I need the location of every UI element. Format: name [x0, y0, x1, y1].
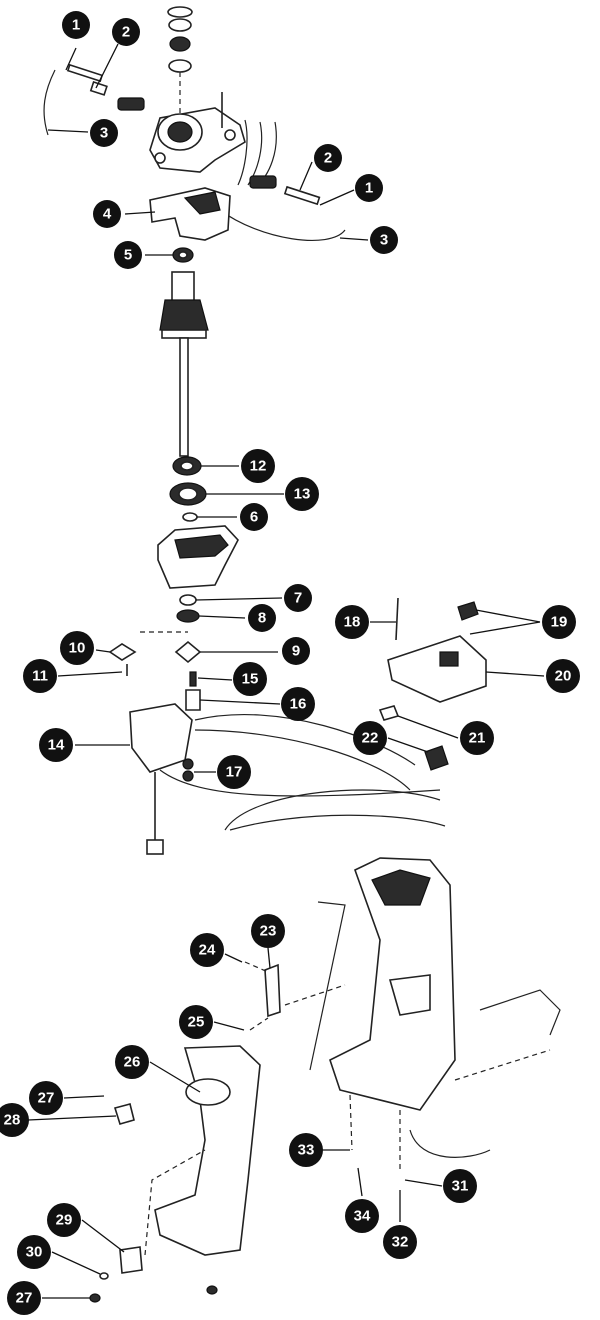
- top-washer-stack: [167, 6, 193, 115]
- callout-label: 14: [48, 737, 65, 754]
- callout-33: 33: [289, 1133, 323, 1167]
- motor-and-cord: [129, 671, 446, 855]
- callout-label: 16: [290, 696, 307, 713]
- callout-label: 27: [38, 1090, 55, 1107]
- callout-23: 23: [251, 914, 285, 948]
- callout-32: 32: [383, 1225, 417, 1259]
- callout-label: 3: [380, 232, 388, 249]
- callout-24: 24: [190, 933, 224, 967]
- coupling-stack: [108, 594, 202, 676]
- callout-label: 6: [250, 509, 258, 526]
- upper-motor-housing: [149, 92, 246, 173]
- front-cover: [89, 961, 346, 1303]
- callout-label: 33: [298, 1142, 315, 1159]
- callout-label: 1: [72, 17, 80, 34]
- callout-label: 3: [100, 125, 108, 142]
- callout-label: 7: [294, 590, 302, 607]
- callout-14: 14: [39, 728, 73, 762]
- callout-label: 17: [226, 764, 243, 781]
- callout-label: 31: [452, 1178, 469, 1195]
- switch-box: [378, 597, 487, 771]
- callout-7: 7: [284, 584, 312, 612]
- upper-bearing: [172, 247, 194, 263]
- callout-label: 22: [362, 730, 379, 747]
- callout-label: 8: [258, 610, 266, 627]
- callout-4: 4: [93, 200, 121, 228]
- callout-27: 27: [7, 1281, 41, 1315]
- callout-label: 12: [250, 458, 267, 475]
- callout-19: 19: [542, 605, 576, 639]
- callout-label: 15: [242, 671, 259, 688]
- callout-31: 31: [443, 1169, 477, 1203]
- callout-2: 2: [112, 18, 140, 46]
- lower-motor-housing: [157, 525, 239, 589]
- callout-29: 29: [47, 1203, 81, 1237]
- callout-21: 21: [460, 721, 494, 755]
- callout-18: 18: [335, 605, 369, 639]
- callout-label: 9: [292, 643, 300, 660]
- callout-8: 8: [248, 604, 276, 632]
- callout-label: 30: [26, 1244, 43, 1261]
- left-brush-assembly: [43, 63, 145, 136]
- callout-label: 11: [32, 668, 48, 685]
- callout-label: 24: [199, 942, 216, 959]
- callout-26: 26: [115, 1045, 149, 1079]
- callout-label: 18: [344, 614, 361, 631]
- callout-label: 29: [56, 1212, 73, 1229]
- callout-label: 2: [122, 24, 130, 41]
- callout-22: 22: [353, 721, 387, 755]
- callout-20: 20: [546, 659, 580, 693]
- callout-12: 12: [241, 449, 275, 483]
- callout-label: 5: [124, 247, 132, 264]
- armature: [159, 271, 209, 457]
- callout-label: 2: [324, 150, 332, 167]
- callout-label: 13: [294, 486, 311, 503]
- callout-17: 17: [217, 755, 251, 789]
- callout-25: 25: [179, 1005, 213, 1039]
- callout-label: 23: [260, 923, 277, 940]
- callout-label: 25: [188, 1014, 205, 1031]
- leader-lines: [27, 43, 545, 1299]
- callout-label: 1: [365, 180, 373, 197]
- callout-11: 11: [23, 659, 57, 693]
- callout-5: 5: [114, 241, 142, 269]
- callout-16: 16: [281, 687, 315, 721]
- callout-9: 9: [282, 637, 310, 665]
- callout-27: 27: [29, 1081, 63, 1115]
- callout-15: 15: [233, 662, 267, 696]
- callout-13: 13: [285, 477, 319, 511]
- callout-label: 10: [69, 640, 86, 657]
- callout-10: 10: [60, 631, 94, 665]
- callout-30: 30: [17, 1235, 51, 1269]
- callout-1: 1: [62, 11, 90, 39]
- callout-34: 34: [345, 1199, 379, 1233]
- callout-1: 1: [355, 174, 383, 202]
- callout-6: 6: [240, 503, 268, 531]
- callout-label: 20: [555, 668, 572, 685]
- base-stand: [309, 857, 561, 1170]
- field-bracket: [149, 187, 231, 241]
- callout-3: 3: [90, 119, 118, 147]
- callout-28: 28: [0, 1103, 29, 1137]
- callout-3: 3: [370, 226, 398, 254]
- callout-label: 32: [392, 1234, 409, 1251]
- lower-bearings: [169, 456, 207, 522]
- callout-label: 28: [4, 1112, 21, 1129]
- right-brush-assembly: [219, 119, 346, 241]
- callout-label: 26: [124, 1054, 141, 1071]
- callout-label: 4: [103, 206, 112, 223]
- callout-label: 19: [551, 614, 568, 631]
- callout-label: 21: [469, 730, 486, 747]
- callout-label: 27: [16, 1290, 33, 1307]
- callout-2: 2: [314, 144, 342, 172]
- callout-label: 34: [354, 1208, 371, 1225]
